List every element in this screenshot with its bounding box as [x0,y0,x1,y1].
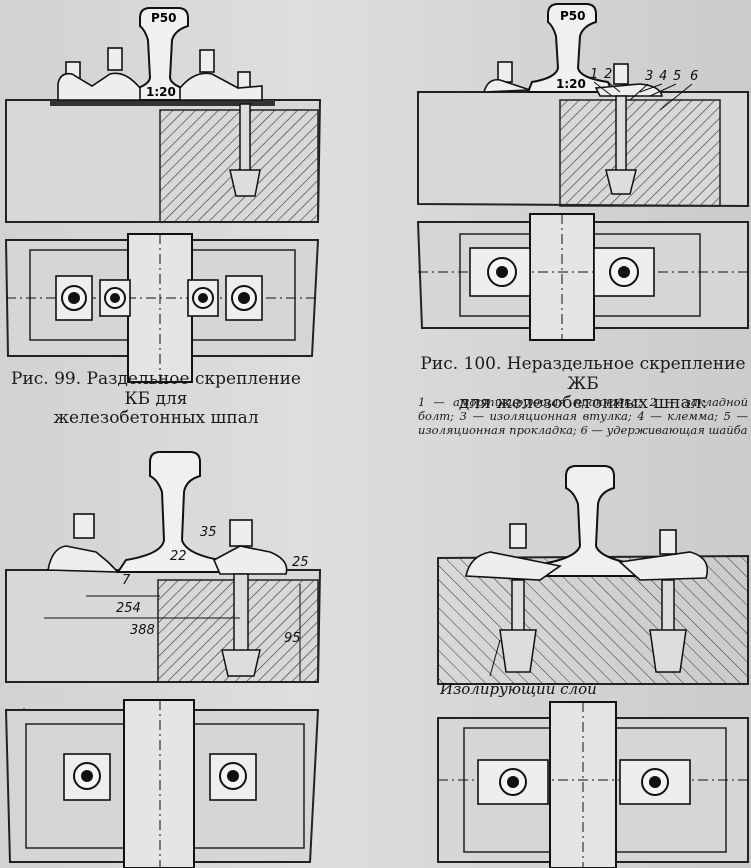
fig100-caption-line1: Рис. 100. Нераздельное скрепление ЖБ [420,354,746,394]
fig100-plan [416,213,749,341]
fig102-plan [437,701,749,868]
fig102-elevation: Изолирующий слой [437,465,749,698]
dim-95: 95 [284,631,301,646]
fig100-caption-line2: для железобетонных шпал: [458,393,708,414]
fig99-plan [4,233,320,383]
fig100-rail-label: Р50 [560,9,586,23]
dim-25: 25 [292,555,309,570]
fig99-caption: Рис. 99. Раздельное скрепление КБ для же… [6,369,306,429]
fig100-slope: 1:20 [556,77,586,91]
dim-388: 388 [130,623,155,638]
callout-3: 3 [645,69,653,84]
callout-2: 2 [604,67,612,82]
dim-22: 22 [170,549,187,564]
fig100-elevation: 1:20 Р50 1 2 3 4 5 6 [417,3,749,208]
callout-1: 1 [590,67,598,82]
fig99-rail-label: Р50 [151,11,177,25]
fig99-elevation: 1:20 Р50 [5,7,322,223]
fig100-rail [526,3,614,93]
fig101-elevation: 35 22 25 7 254 388 95 370 140 [5,451,322,856]
fig99-caption-line2: железобетонных шпал [53,408,259,429]
fig99-caption-line1: Рис. 99. Раздельное скрепление КБ для [11,369,301,409]
fig101-plan [4,699,320,868]
dim-254: 254 [116,601,141,616]
dim-7: 7 [122,573,131,588]
fig100-caption: Рис. 100. Нераздельное скрепление ЖБ для… [418,354,748,414]
callout-6: 6 [690,69,698,84]
insulation-label: Изолирующий слой [439,680,597,698]
dim-35: 35 [200,525,217,540]
callout-4: 4 [659,69,667,84]
fig100-legend: 1 — амортизирующая прокладка; 2 — заклад… [418,395,748,437]
fig99-rail [113,7,207,101]
callout-5: 5 [673,69,681,84]
fig99-slope: 1:20 [146,85,176,99]
